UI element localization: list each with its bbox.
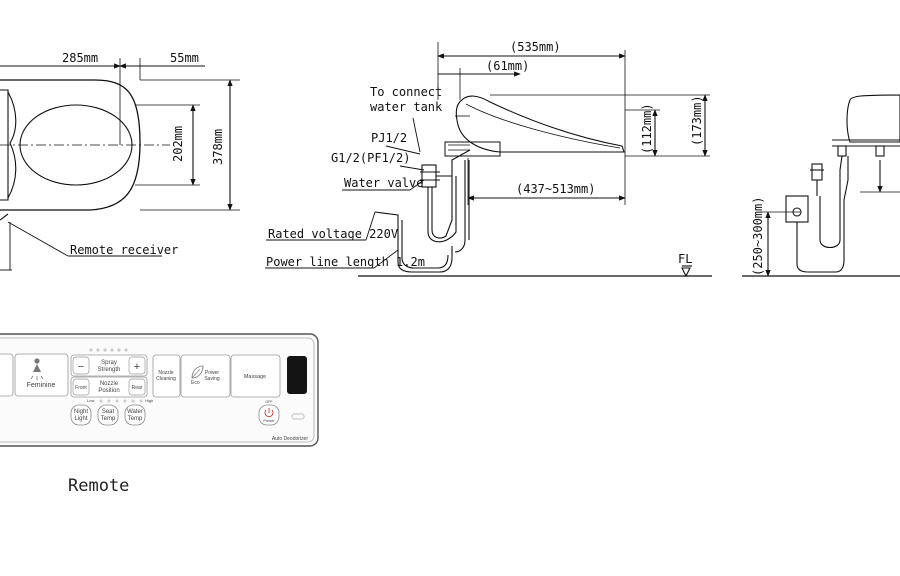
spray-plus-label: +: [134, 361, 140, 373]
dim-378-label: 378mm: [211, 129, 225, 165]
dim-61-label: (61mm): [486, 59, 529, 73]
dim-285-label: 285mm: [62, 51, 98, 65]
to-connect-label: To connect: [370, 85, 442, 99]
remote-control: Feminine − Spray Strength + Front Nozzle…: [0, 333, 319, 447]
wall-outlet: [785, 195, 809, 223]
remote-caption: Remote: [68, 476, 129, 496]
eco-label: Eco: [191, 380, 200, 386]
spray-strength-group: [70, 354, 148, 377]
water-valve-label: Water valve: [344, 176, 423, 190]
nozzle-cleaning-button[interactable]: [152, 354, 181, 398]
temp-level-dots: [99, 399, 143, 403]
leaf-icon: [191, 365, 204, 379]
power-saving-button[interactable]: [180, 354, 231, 398]
partial-left-button[interactable]: [0, 353, 14, 397]
spray-minus-label: −: [78, 361, 84, 373]
side-view: [265, 42, 712, 278]
dim-437-513-label: (437~513mm): [516, 182, 595, 196]
power-line-label: Power line length 1.2m: [266, 255, 425, 269]
dim-55-label: 55mm: [170, 51, 199, 65]
seat-body: [455, 95, 625, 153]
water-label-2: Temp: [128, 416, 143, 422]
power-saving-label-2: Saving: [204, 376, 220, 382]
power-top-label: OFF: [266, 400, 273, 404]
dim-535-label: (535mm): [510, 40, 561, 54]
nozzle-position-group: [70, 376, 148, 398]
rated-voltage-label: Rated voltage 220V: [268, 227, 398, 241]
water-tank-label: water tank: [370, 100, 443, 114]
nozzle-rear-button[interactable]: [128, 378, 146, 396]
water-label-1: Water: [127, 409, 143, 415]
dim-202-label: 202mm: [171, 126, 185, 162]
dim-112-label: (112mm): [640, 103, 654, 154]
g-pf-label: G1/2(PF1/2): [331, 151, 410, 165]
dim-173-label: (173mm): [690, 95, 704, 146]
auto-deodorizer-label: Auto Deodorizer: [272, 436, 308, 442]
spray-plus-button[interactable]: [128, 356, 146, 375]
rear-seat-body: [846, 94, 900, 143]
feminine-label: Feminine: [27, 382, 56, 389]
spray-label-2: Strength: [98, 367, 121, 373]
seat-label-1: Seat: [102, 409, 115, 415]
clean-label-1: Nozzle: [158, 370, 174, 376]
nozzle-label-2: Position: [98, 388, 119, 394]
spray-minus-button[interactable]: [72, 356, 90, 375]
feminine-icon: [30, 358, 44, 380]
seat-label-2: Temp: [101, 416, 116, 422]
water-valve: [421, 164, 437, 188]
pj-label: PJ1/2: [371, 131, 407, 145]
high-label: High: [145, 398, 153, 403]
remote-receiver-label: Remote receiver: [70, 243, 178, 257]
dim-250-300-label: (250~300mm): [751, 197, 765, 276]
night-light-button[interactable]: [70, 404, 92, 426]
rear-view: [742, 94, 900, 277]
power-button[interactable]: [258, 404, 280, 426]
massage-label: Massage: [244, 374, 266, 380]
night-label-2: Light: [74, 416, 87, 422]
seat-temp-button[interactable]: [97, 404, 119, 426]
nozzle-front-button[interactable]: [72, 378, 90, 396]
nozzle-label-1: Nozzle: [100, 381, 119, 387]
feminine-button[interactable]: [14, 353, 69, 397]
low-label: Low: [87, 398, 94, 403]
spray-label-1: Spray: [101, 360, 117, 366]
floor-level-label: FL: [678, 252, 692, 266]
power-saving-label-1: Power: [205, 370, 220, 376]
night-label-1: Night: [74, 409, 88, 415]
power-label: Power: [263, 418, 275, 423]
seat-outline: [0, 79, 141, 211]
rear-label: Rear: [132, 385, 143, 391]
top-view: [0, 58, 240, 271]
water-temp-button[interactable]: [124, 404, 146, 426]
clean-label-2: Cleaning: [156, 376, 176, 382]
massage-button[interactable]: [230, 354, 281, 398]
power-icon: [264, 408, 274, 418]
front-label: Front: [75, 385, 87, 391]
sensor-indicator: [291, 413, 305, 420]
spray-level-dots: [89, 348, 128, 352]
display-window: [287, 356, 307, 394]
